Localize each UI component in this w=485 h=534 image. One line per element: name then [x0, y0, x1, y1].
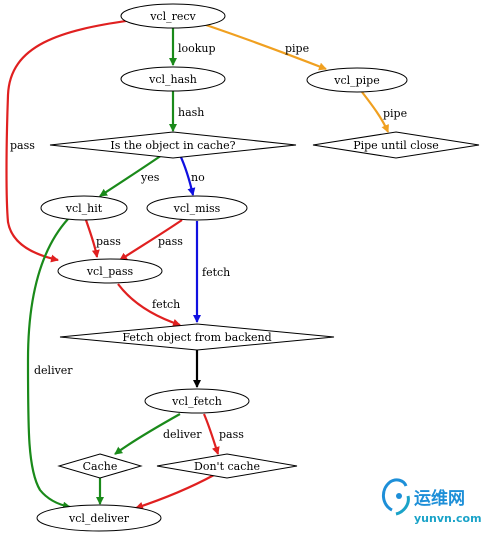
edge-hit-pass [84, 219, 100, 258]
node-vcl-miss: vcl_miss [146, 195, 248, 221]
edge-labels: lookup pipe pipe pass hash yes no pass p… [10, 42, 407, 441]
node-vcl-hit: vcl_hit [40, 195, 128, 221]
edge-label-miss-pass: pass [158, 235, 183, 248]
edges [5, 18, 390, 510]
node-vcl-recv: vcl_recv [120, 3, 226, 29]
watermark: 运维网 yunvn.com [382, 478, 482, 525]
watermark-cn: 运维网 [414, 488, 465, 509]
edge-label-deliver-left: deliver [34, 364, 73, 377]
node-label-vcl-miss: vcl_miss [173, 202, 221, 215]
node-label-pipe-until-close: Pipe until close [353, 139, 439, 152]
node-fetch-backend: Fetch object from backend [59, 323, 335, 351]
watermark-en: yunvn.com [414, 512, 482, 525]
edge-cache-hit [99, 154, 163, 197]
edge-label-pass-fetch: fetch [152, 298, 180, 311]
edge-pipe-close [361, 91, 390, 133]
edge-pass-fetch [117, 283, 181, 327]
node-label-vcl-pass: vcl_pass [86, 265, 134, 278]
edge-label-deliver-fetch: deliver [163, 428, 202, 441]
edge-recv-pipe [205, 23, 327, 71]
node-dont-cache: Don't cache [156, 453, 298, 479]
watermark-logo-icon [382, 478, 410, 516]
node-label-vcl-deliver: vcl_deliver [68, 512, 130, 525]
node-label-dont-cache: Don't cache [194, 460, 260, 473]
node-label-vcl-fetch: vcl_fetch [171, 395, 222, 408]
edge-label-pipe-2: pipe [383, 107, 407, 120]
edge-label-pass-fetch-2: pass [219, 428, 244, 441]
node-vcl-pipe: vcl_pipe [306, 67, 408, 93]
edge-label-miss-fetch: fetch [202, 266, 230, 279]
node-cache: Cache [57, 453, 143, 479]
node-label-cache: Cache [83, 460, 118, 473]
edge-label-pass-left: pass [10, 139, 35, 152]
edge-label-pipe: pipe [285, 42, 309, 55]
edge-label-no: no [191, 171, 205, 184]
edge-dontcache-deliver [135, 474, 215, 510]
node-vcl-fetch: vcl_fetch [144, 388, 250, 414]
node-label-vcl-hash: vcl_hash [148, 73, 197, 86]
node-vcl-deliver: vcl_deliver [36, 504, 162, 532]
node-label-vcl-hit: vcl_hit [65, 202, 103, 215]
edge-label-hash: hash [178, 106, 204, 119]
node-label-vcl-pipe: vcl_pipe [333, 74, 380, 87]
edge-miss-pass [119, 219, 183, 261]
edge-label-yes: yes [140, 171, 160, 184]
edge-hit-deliver [26, 218, 71, 510]
node-in-cache: Is the object in cache? [49, 131, 297, 159]
edge-fetch-dontcache [202, 413, 220, 455]
node-vcl-pass: vcl_pass [57, 258, 163, 284]
node-label-fetch-backend: Fetch object from backend [122, 331, 271, 344]
edge-recv-pass [5, 18, 134, 263]
node-vcl-hash: vcl_hash [120, 66, 226, 92]
edge-fetch-cache [114, 413, 181, 455]
edge-label-lookup: lookup [178, 42, 216, 55]
node-label-in-cache: Is the object in cache? [110, 139, 235, 152]
edge-cache-miss [179, 154, 196, 196]
node-label-vcl-recv: vcl_recv [149, 10, 196, 23]
edge-label-hit-pass: pass [96, 235, 121, 248]
node-pipe-until-close: Pipe until close [312, 131, 480, 159]
